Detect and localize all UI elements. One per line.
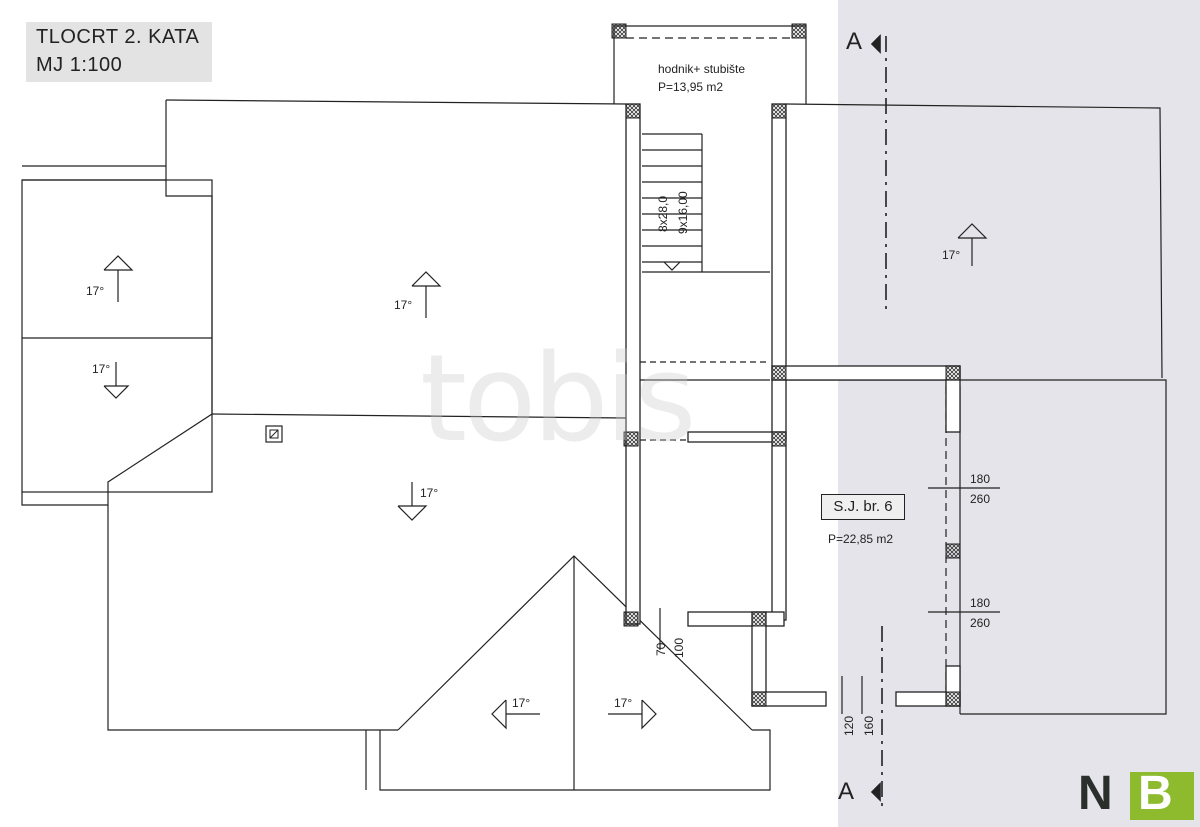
chimney-symbol (265, 425, 283, 443)
unit-area: P=22,85 m2 (828, 532, 894, 546)
slope-arrows (103, 223, 988, 730)
slope-label: 17° (614, 696, 633, 710)
slope-arrow-right-icon (608, 699, 657, 730)
slope-arrow-down-icon (397, 482, 428, 521)
slope-arrow-up-icon (957, 223, 988, 266)
corridor-projection (613, 25, 807, 104)
slope-label: 17° (86, 284, 105, 298)
unit-label-box: S.J. br. 6 (821, 494, 905, 520)
stairs-steps-b: 9x16,00 (676, 191, 690, 234)
walls (625, 103, 961, 707)
watermark: tobis (420, 330, 696, 469)
slope-label: 17° (394, 298, 413, 312)
slope-arrow-up-icon (103, 255, 134, 302)
logo-letter-b-box: B (1130, 767, 1194, 820)
unit-name: S.J. br. 6 (833, 498, 893, 515)
stairs (642, 133, 770, 273)
drawing-scale: MJ 1:100 (36, 54, 123, 76)
columns (611, 23, 961, 707)
agency-logo: N B (1078, 767, 1194, 820)
main-roof-top (165, 99, 627, 105)
slope-arrow-up-icon (411, 271, 442, 318)
right-roof (785, 103, 1163, 379)
logo-letter-n: N (1078, 767, 1113, 820)
lower-gable (397, 555, 753, 731)
slope-arrow-down-icon (103, 362, 130, 399)
window-height: 260 (970, 616, 991, 630)
slope-label: 17° (92, 362, 111, 376)
slope-label: 17° (942, 248, 961, 262)
slope-label: 17° (420, 486, 439, 500)
stairs-steps-a: 8x28,0 (656, 195, 670, 232)
logo-letter-b: B (1138, 767, 1173, 820)
left-annex (21, 179, 213, 493)
window-height: 260 (970, 492, 991, 506)
corridor-area: P=13,95 m2 (658, 80, 724, 94)
corridor-name: hodnik+ stubište (658, 62, 746, 76)
drawing-title-block: TLOCRT 2. KATA MJ 1:100 (26, 22, 212, 82)
window-width: 180 (970, 472, 991, 486)
door-height: 160 (862, 715, 876, 736)
door-height: 100 (672, 637, 686, 658)
section-marker-bottom: A (838, 778, 855, 805)
door-width: 70 (654, 642, 668, 656)
section-marker-top: A (846, 28, 863, 55)
slope-arrow-left-icon (491, 699, 540, 730)
section-line-a (870, 34, 887, 806)
shaded-region (838, 0, 1200, 827)
window-width: 180 (970, 596, 991, 610)
slope-label: 17° (512, 696, 531, 710)
drawing-title: TLOCRT 2. KATA (36, 26, 200, 48)
door-width: 120 (842, 715, 856, 736)
